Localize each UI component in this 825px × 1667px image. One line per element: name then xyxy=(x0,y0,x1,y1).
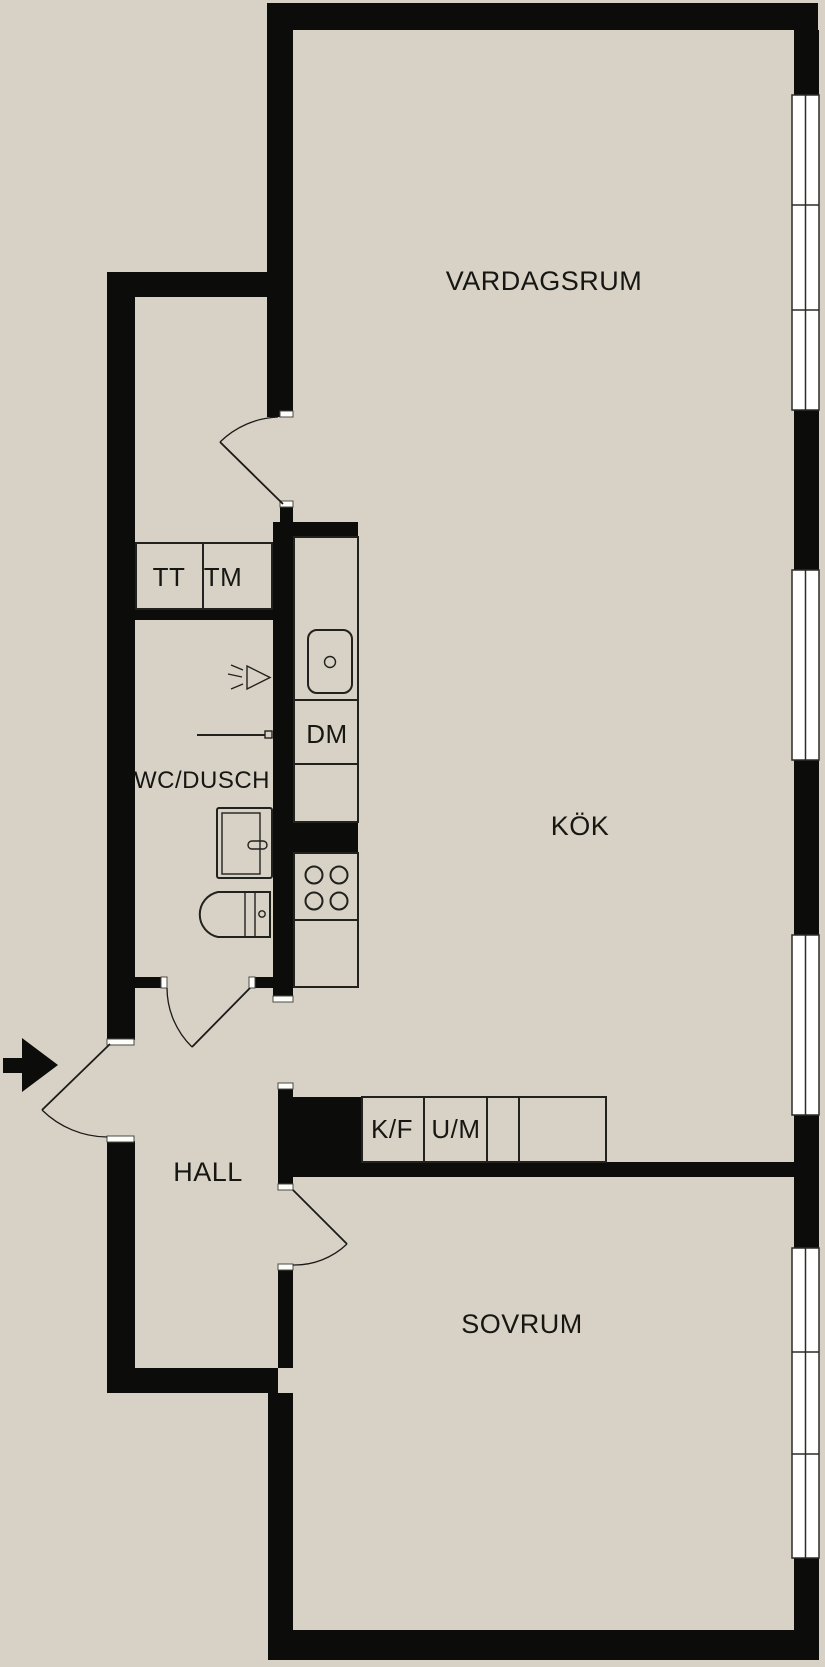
kitchen-passage-frame xyxy=(272,995,294,1003)
wall-closet-bottom-band xyxy=(133,610,273,620)
bedroom-door-leaf xyxy=(292,1189,348,1245)
stove-burner xyxy=(304,891,324,911)
shower-icon xyxy=(246,664,272,691)
entry-arrow-icon xyxy=(3,1038,58,1092)
fridge-freezer-label: K/F xyxy=(371,1114,413,1144)
kitchen-label: KÖK xyxy=(551,811,610,841)
wall-left-lower xyxy=(107,1141,135,1393)
wall-bedroom-left-lower xyxy=(268,1393,293,1630)
bedroom-door-swing xyxy=(292,1243,348,1266)
bathroom-label: WC/DUSCH xyxy=(134,767,270,794)
kitchen-sink xyxy=(307,629,353,694)
livingroom-label: VARDAGSRUM xyxy=(446,266,643,296)
livingroom-door-frame xyxy=(279,410,294,418)
bathroom-door-frame xyxy=(160,976,168,989)
shower-spray xyxy=(227,673,243,678)
wall-kitchen-bedroom xyxy=(293,1162,794,1177)
livingroom-door-leaf xyxy=(219,441,284,505)
entry-door-frame xyxy=(106,1038,135,1046)
windows xyxy=(791,94,820,1559)
wall-top xyxy=(267,3,818,30)
cabinet xyxy=(518,1096,607,1163)
washing-machine-cabinet xyxy=(202,542,273,610)
wall-bathroom-bottom-left xyxy=(133,977,167,988)
entry-door-swing xyxy=(41,1109,108,1138)
washbasin xyxy=(216,807,273,879)
washbasin-tap xyxy=(247,840,268,850)
wall-left-upper xyxy=(107,272,135,1040)
entry-door-leaf xyxy=(41,1043,111,1111)
washing-machine-label: TM xyxy=(204,562,243,592)
wall-bedroom-left-upper xyxy=(278,1267,293,1368)
shower-spray xyxy=(230,664,244,671)
stove-burner xyxy=(329,891,349,911)
shower-spray xyxy=(230,683,244,690)
bedroom-door-frame xyxy=(277,1263,294,1271)
door-frames xyxy=(106,410,294,1271)
washbasin-bowl xyxy=(221,812,261,875)
wall-hall-kitchen xyxy=(278,1083,293,1185)
walls xyxy=(107,3,819,1660)
bedroom-label: SOVRUM xyxy=(461,1309,583,1339)
wall-counter-mid-band xyxy=(273,822,358,853)
livingroom-door-frame xyxy=(279,500,294,508)
livingroom-door-swing xyxy=(219,416,279,443)
toilet-flush-button xyxy=(258,910,266,918)
counter-section xyxy=(293,763,359,823)
dishwasher-label: DM xyxy=(306,719,347,749)
stove-burner xyxy=(329,865,349,885)
wall-bathroom-bottom-right xyxy=(250,977,293,988)
bathroom-door-swing xyxy=(166,987,193,1048)
bathroom-door-leaf xyxy=(191,987,251,1048)
doors xyxy=(41,416,348,1266)
bathroom-door-frame xyxy=(248,976,256,989)
wall-kitchen-counter-top xyxy=(273,522,358,537)
entry-door-frame xyxy=(106,1135,135,1143)
wall-livingroom-left xyxy=(267,30,293,417)
oven-microwave-label: U/M xyxy=(431,1114,480,1144)
labels: VARDAGSRUM KÖK SOVRUM HALL WC/DUSCH TT T… xyxy=(134,266,642,1339)
bedroom-door-frame xyxy=(277,1183,294,1191)
kitchen-passage-frame xyxy=(277,1082,294,1090)
wall-bottom xyxy=(268,1630,818,1660)
counter-section xyxy=(293,919,359,988)
dryer-label: TT xyxy=(153,562,186,592)
sink-drain xyxy=(323,655,337,669)
hall-label: HALL xyxy=(173,1157,243,1187)
stove-burner xyxy=(304,865,324,885)
wall-door-jamb xyxy=(280,507,293,522)
wall-closet-top-band xyxy=(107,272,293,297)
wall-hall-bottom xyxy=(135,1368,278,1393)
toilet xyxy=(198,891,271,938)
towel-rail-end xyxy=(264,730,273,739)
wall-bathroom-right xyxy=(273,537,293,1002)
fixtures xyxy=(135,536,607,1163)
